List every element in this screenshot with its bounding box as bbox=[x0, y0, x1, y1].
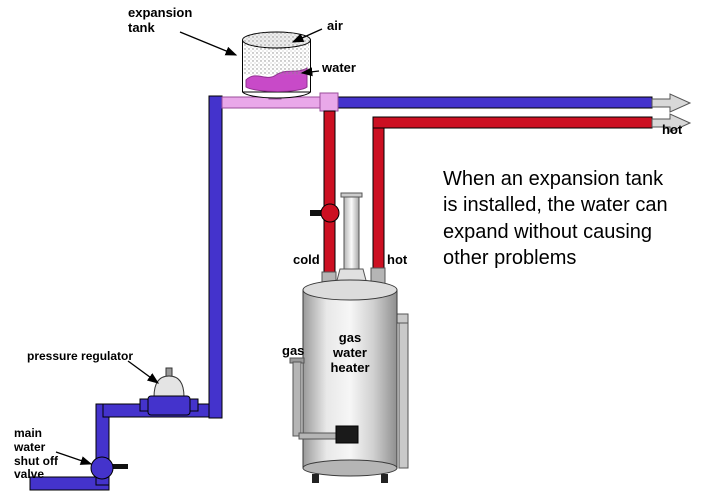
pointer-arrows bbox=[55, 28, 323, 465]
flow-arrows bbox=[651, 93, 692, 133]
pointer-pressure-regulator bbox=[127, 360, 160, 384]
cold-label: cold bbox=[293, 252, 320, 267]
caption-text: When an expansion tank is installed, the… bbox=[443, 168, 668, 270]
air-label: air bbox=[327, 18, 343, 33]
water-heater bbox=[289, 192, 409, 483]
cold-inlet-valve-icon bbox=[310, 203, 340, 223]
vent-pipe bbox=[343, 196, 360, 270]
pointer-expansion-tank bbox=[179, 31, 238, 56]
expansion-tank bbox=[242, 31, 311, 99]
hot-heater-label: hot bbox=[387, 252, 408, 267]
tp-discharge-pipe bbox=[398, 315, 409, 469]
pressure-regulator bbox=[139, 367, 199, 416]
flow-arrow-hot bbox=[651, 113, 692, 133]
water-label: water bbox=[322, 60, 356, 75]
main-valve-label: main water shut off valve bbox=[14, 426, 58, 482]
vent-cap bbox=[340, 192, 363, 198]
pointer-water bbox=[300, 67, 320, 77]
pointer-main-valve bbox=[55, 451, 93, 465]
heater-label: gas water heater bbox=[330, 330, 370, 375]
gas-label: gas bbox=[282, 343, 305, 358]
expansion-tank-label: expansion tank bbox=[128, 5, 193, 35]
gas-control bbox=[335, 425, 359, 444]
gas-pipe bbox=[292, 361, 302, 437]
pressure-regulator-label: pressure regulator bbox=[27, 349, 134, 363]
pointer-air bbox=[291, 28, 323, 43]
flow-arrow-cold bbox=[651, 93, 692, 113]
main-shutoff-valve bbox=[90, 456, 128, 480]
burner-pipe bbox=[298, 432, 338, 440]
hot-line-label: hot bbox=[662, 122, 683, 137]
